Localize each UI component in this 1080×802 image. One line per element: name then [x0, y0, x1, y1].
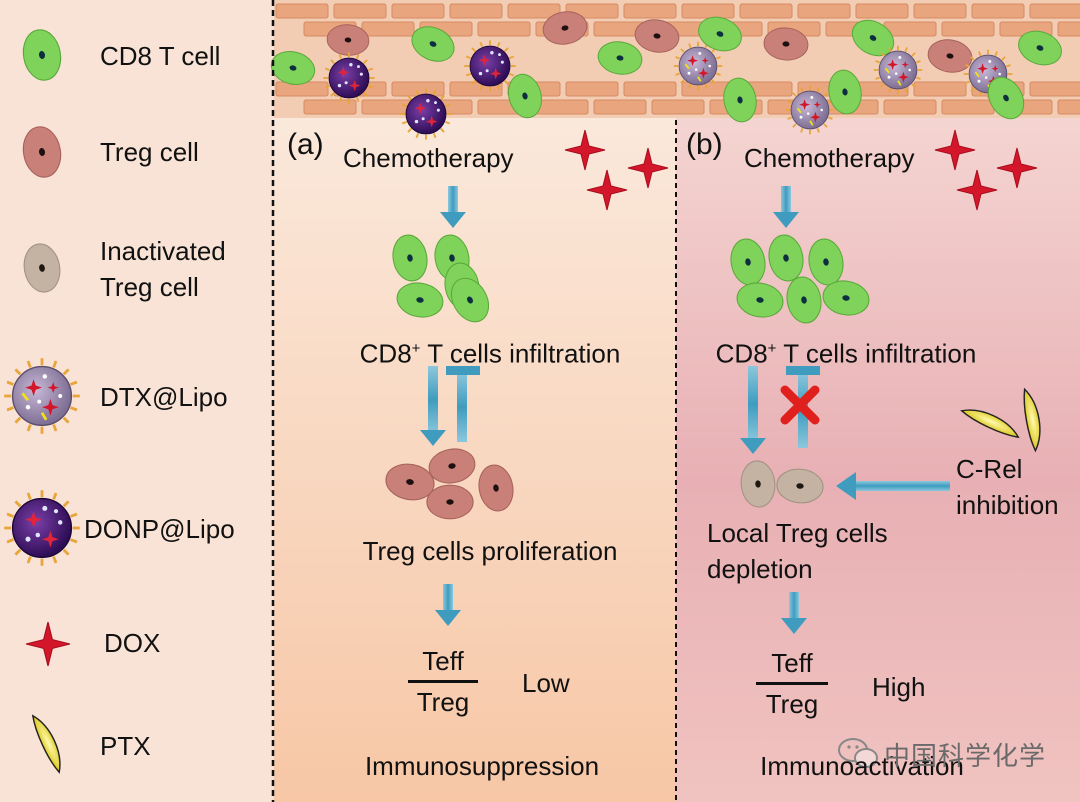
vessel-wall-brick: [941, 21, 995, 37]
fraction-bar: [408, 680, 478, 683]
arrow-cd8-to-treg-a: [420, 366, 446, 446]
fraction-bar: [756, 682, 828, 685]
watermark-text: 中国科学化学: [884, 741, 1047, 771]
vessel-wall-brick: [913, 81, 967, 97]
dtx-liposome: [874, 46, 923, 95]
vessel-wall-brick: [797, 3, 851, 19]
panel-a-letter: (a): [287, 128, 324, 161]
vessel-wall-brick: [1029, 3, 1080, 19]
infiltration-prefix: CD8: [359, 338, 412, 369]
panel-a-ratio: Teff Treg: [408, 646, 478, 717]
infiltration-suffix: T cells infiltration: [420, 338, 621, 369]
vessel-wall-brick: [883, 99, 937, 115]
vessel-wall-brick: [883, 21, 937, 37]
vessel-wall-brick: [681, 3, 735, 19]
ratio-numerator: Teff: [422, 646, 464, 676]
panel-b-chemotherapy: Chemotherapy: [744, 143, 915, 173]
blocked-x-icon: [780, 385, 820, 425]
vessel-wall-brick: [535, 99, 589, 115]
crel-label-line2: inhibition: [956, 490, 1059, 520]
vessel-wall-brick: [275, 3, 329, 19]
arrow-crel-to-treg-b: [836, 472, 950, 500]
panel-b-ratio-level: High: [872, 672, 926, 702]
ratio-numerator: Teff: [771, 648, 813, 678]
vessel-wall-brick: [739, 3, 793, 19]
legend-label-dox: DOX: [104, 628, 161, 658]
vessel-wall-brick: [623, 81, 677, 97]
panel-a-outcome: Immunosuppression: [364, 751, 600, 781]
panel-b-ratio: Teff Treg: [756, 648, 828, 719]
infiltration-sup: +: [767, 340, 777, 357]
panel-a-ratio-level: Low: [522, 668, 570, 698]
vessel-wall-brick: [361, 21, 415, 37]
panel-a-infiltration: CD8+ T cells infiltration: [360, 334, 621, 369]
vessel-wall-brick: [623, 3, 677, 19]
vessel-wall-brick: [333, 3, 387, 19]
legend-label-treg: Treg cell: [100, 137, 199, 167]
panel-b-letter: (b): [686, 128, 723, 161]
legend-label-ptx: PTX: [100, 731, 151, 761]
vessel-wall-brick: [391, 3, 445, 19]
donp-liposome: [323, 52, 374, 103]
panel-b-infiltration: CD8+ T cells infiltration: [716, 334, 977, 369]
infiltration-prefix: CD8: [715, 338, 768, 369]
legend-label-donp: DONP@Lipo: [84, 514, 235, 544]
ratio-denominator: Treg: [765, 689, 819, 719]
legend-label-inactivated-line1: Inactivated: [100, 236, 226, 266]
infiltration-sup: +: [411, 340, 421, 357]
vessel-wall-brick: [477, 21, 531, 37]
vessel-wall-brick: [449, 3, 503, 19]
vessel-wall-brick: [507, 3, 561, 19]
vessel-wall-brick: [303, 99, 357, 115]
vessel-wall-brick: [855, 3, 909, 19]
wechat-icon: [838, 738, 878, 768]
vessel-wall-brick: [565, 81, 619, 97]
legend-dtx-lipo-icon: [4, 358, 80, 434]
donp-liposome: [464, 40, 515, 91]
vessel-wall-brick: [1057, 99, 1080, 115]
infiltration-suffix: T cells infiltration: [776, 338, 977, 369]
ratio-denominator: Treg: [416, 687, 470, 717]
depletion-line1: Local Treg cells: [707, 518, 888, 548]
crel-label-line1: C-Rel: [956, 454, 1023, 484]
legend-label-dtx: DTX@Lipo: [100, 382, 228, 412]
donp-liposome: [400, 88, 451, 139]
panel-a-proliferation: Treg cells proliferation: [362, 536, 618, 566]
panel-a-chemotherapy: Chemotherapy: [343, 143, 514, 173]
vessel-wall-brick: [651, 99, 705, 115]
vessel-wall-brick: [1029, 81, 1080, 97]
vessel-wall-brick: [941, 99, 995, 115]
dtx-liposome: [786, 86, 835, 135]
vessel-wall-brick: [913, 3, 967, 19]
vessel-wall-brick: [1057, 21, 1080, 37]
panel-b-outcome: Immunoactivation: [760, 751, 964, 781]
vessel-wall-brick: [971, 3, 1025, 19]
legend-label-inactivated-line2: Treg cell: [100, 272, 199, 302]
inhibit-treg-to-cd8-a: [446, 366, 480, 442]
vessel-wall-brick: [593, 99, 647, 115]
legend-label-cd8: CD8 T cell: [100, 41, 221, 71]
legend-donp-lipo-icon: [4, 490, 80, 566]
arrow-cd8-to-treg-b: [740, 366, 766, 454]
panel-b-background: [676, 0, 1080, 802]
panel-a-background: [274, 0, 676, 802]
depletion-line2: depletion: [707, 554, 813, 584]
